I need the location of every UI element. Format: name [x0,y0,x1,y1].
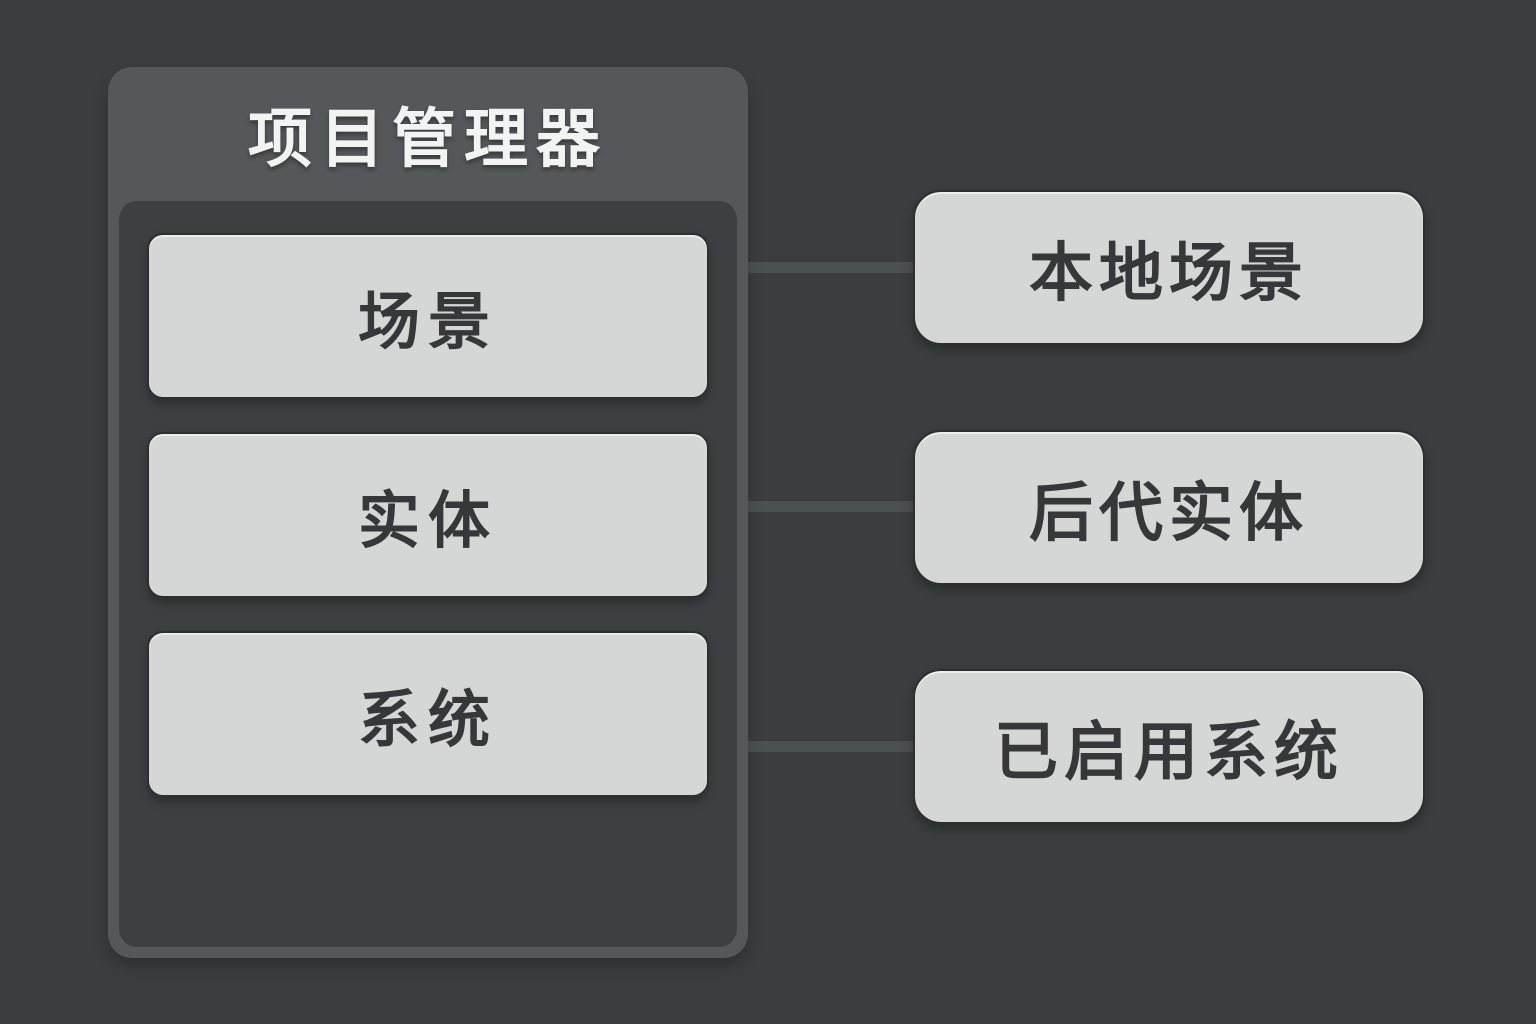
system-button[interactable]: 系统 [147,631,709,797]
enabled-system-node[interactable]: 已启用系统 [913,669,1425,824]
panel-title: 项目管理器 [248,103,608,175]
connector-line-enabled-system [742,741,918,752]
local-scene-node[interactable]: 本地场景 [913,190,1425,345]
project-manager-panel: 项目管理器 场景 实体 系统 [108,67,748,958]
connector-line-descendant-entity [742,501,918,512]
descendant-entity-node[interactable]: 后代实体 [913,430,1425,585]
connector-line-local-scene [742,262,918,273]
entity-button[interactable]: 实体 [147,432,709,598]
panel-body: 场景 实体 系统 [119,201,737,947]
scene-button[interactable]: 场景 [147,233,709,399]
